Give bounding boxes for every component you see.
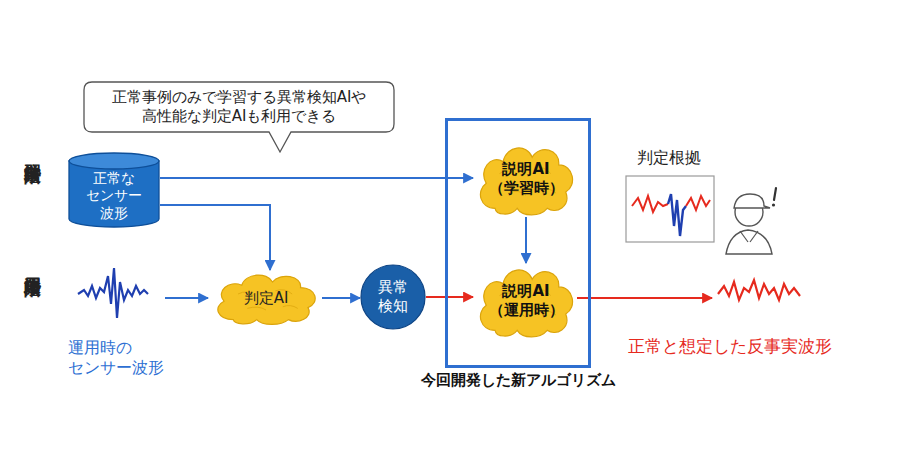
frame-heading: 今回開発した新アルゴリズム (421, 371, 616, 390)
database-node: 正常な センサー 波形 (68, 152, 160, 228)
operator-collar-left (740, 231, 748, 242)
node-text-area: 異常 検知 (360, 264, 426, 330)
basis-chart-frame (626, 176, 714, 242)
node-text-area: 説明AI （学習時） (473, 141, 579, 217)
judge-ai-cloud: 判定AI (210, 270, 322, 326)
operator-cap (734, 194, 770, 208)
exclaim-dot (772, 203, 775, 206)
callout-box: 正常事例のみで学習する異常検知AIや 高性能な判定AIも利用できる (83, 81, 395, 153)
flow-arrow (160, 177, 473, 179)
counterfactual-waveform (718, 280, 800, 300)
node-text: 判定AI (244, 289, 289, 308)
output-arrow (577, 297, 712, 299)
flow-arrow (322, 297, 360, 299)
phase-label: 運用段階 (22, 263, 43, 267)
flow-arrow (525, 217, 527, 263)
node-text: 説明AI （運用時） (483, 282, 569, 320)
explain-ai-cloud: 説明AI （運用時） (473, 263, 579, 339)
input-arrow (165, 297, 208, 299)
basis-chart-red (632, 196, 668, 212)
explain-ai-cloud: 説明AI （学習時） (473, 141, 579, 217)
basis-chart-red-tail (686, 196, 710, 210)
node-text: 異常 検知 (373, 278, 413, 316)
operator-collar-right (750, 231, 758, 242)
basis-chart-blue (668, 194, 686, 236)
node-text: 説明AI （学習時） (483, 160, 569, 198)
phase-label: 学習段階 (22, 150, 43, 154)
basis-label: 判定根拠 (637, 148, 701, 168)
waveform-caption: 運用時の センサー波形 (68, 338, 176, 378)
node-text: 正常事例のみで学習する異常検知AIや 高性能な判定AIも利用できる (89, 88, 389, 126)
flow-arrow (160, 205, 270, 270)
anomaly-circle: 異常 検知 (360, 264, 426, 330)
input-waveform (78, 268, 148, 318)
node-text-area: 正常な センサー 波形 (68, 152, 160, 228)
operator-body (726, 230, 772, 254)
counterfactual-label: 正常と想定した反事実波形 (628, 336, 832, 357)
node-text-area: 正常事例のみで学習する異常検知AIや 高性能な判定AIも利用できる (83, 81, 395, 133)
node-text-area: 判定AI (210, 270, 322, 326)
node-text-area: 説明AI （運用時） (473, 263, 579, 339)
flow-arrow (426, 296, 473, 298)
exclaim-bar (774, 188, 776, 200)
node-text: 正常な センサー 波形 (74, 170, 154, 223)
algorithm-frame: 今回開発した新アルゴリズム説明AI （学習時）説明AI （運用時） (445, 118, 591, 368)
